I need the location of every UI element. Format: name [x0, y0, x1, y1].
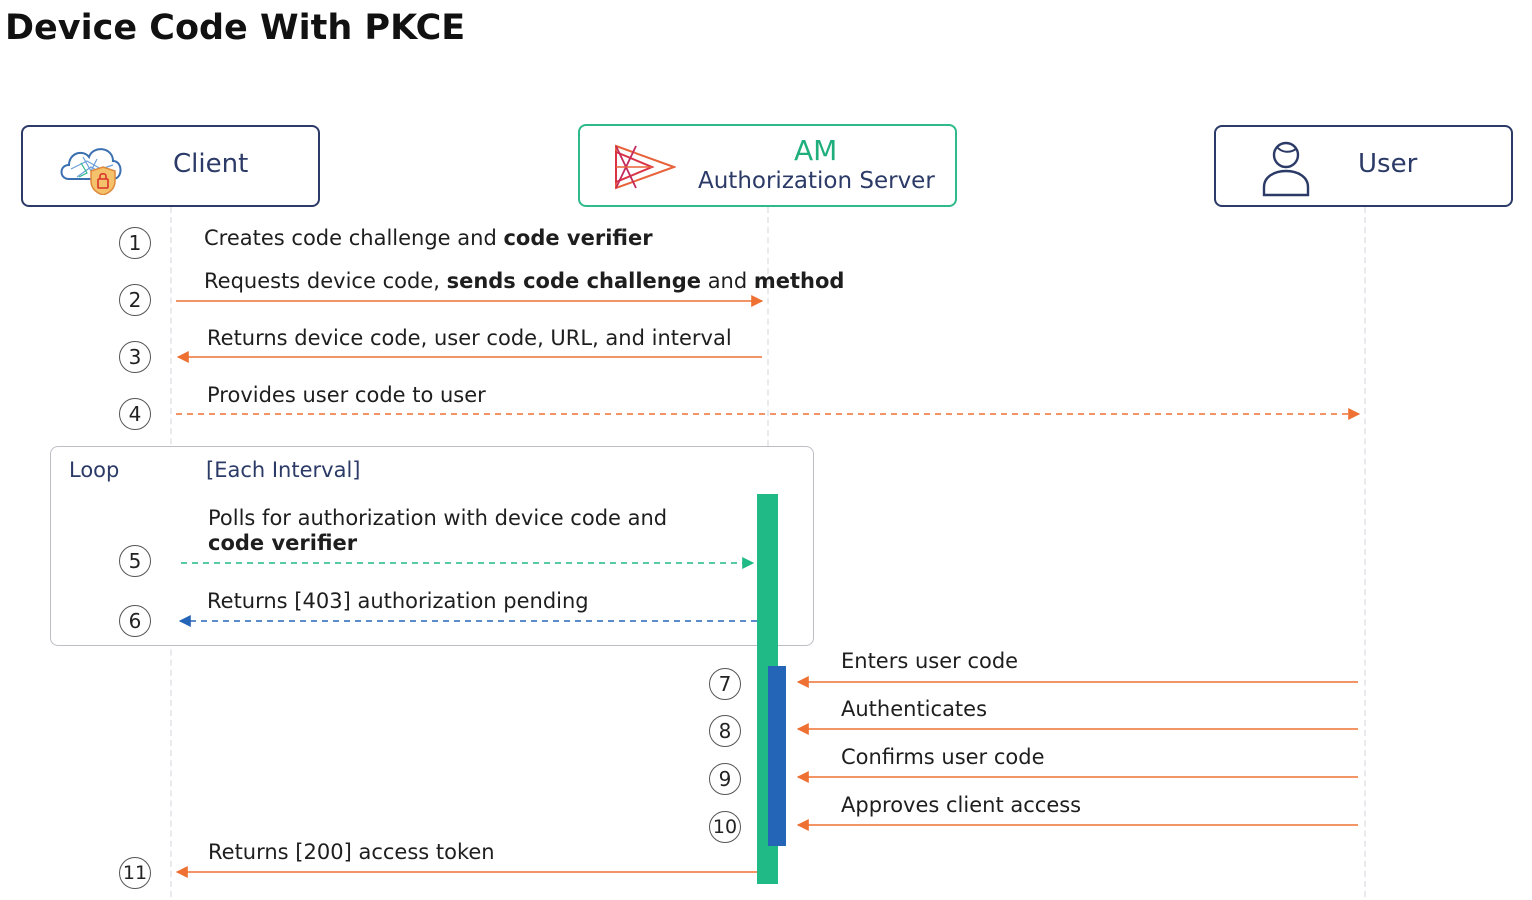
user-icon: [1260, 139, 1312, 201]
step-number: 11: [119, 857, 151, 889]
am-actor: AM Authorization Server: [578, 124, 957, 207]
step-number: 5: [119, 545, 151, 577]
step-6-label: Returns [403] authorization pending: [207, 589, 589, 613]
step-1-label: Creates code challenge and code verifier: [204, 226, 653, 250]
step-4-label: Provides user code to user: [207, 383, 486, 407]
step-number: 2: [119, 284, 151, 316]
loop-frame: Loop [Each Interval]: [50, 446, 814, 646]
user-lifeline: [1364, 207, 1366, 897]
step-number: 10: [709, 811, 741, 843]
step-number: 1: [119, 227, 151, 259]
step-9-label: Confirms user code: [841, 745, 1045, 769]
forgerock-logo-icon: [612, 142, 677, 196]
step-2-label: Requests device code, sends code challen…: [204, 269, 845, 293]
loop-label: Loop: [69, 458, 120, 482]
step-7-label: Enters user code: [841, 649, 1019, 673]
page-title: Device Code With PKCE: [5, 8, 466, 48]
user-auth-activation-bar: [768, 666, 786, 846]
step-number: 3: [119, 341, 151, 373]
user-label: User: [1358, 149, 1418, 179]
step-number: 8: [709, 715, 741, 747]
loop-condition: [Each Interval]: [206, 458, 361, 482]
step-5-label: Polls for authorization with device code…: [208, 506, 668, 555]
am-lifeline: [767, 207, 769, 497]
am-title: AM: [794, 134, 838, 167]
step-11-label: Returns [200] access token: [208, 840, 495, 864]
client-label: Client: [173, 149, 249, 179]
step-number: 7: [709, 668, 741, 700]
step-3-label: Returns device code, user code, URL, and…: [207, 326, 732, 350]
step-number: 4: [119, 398, 151, 430]
am-subtitle: Authorization Server: [698, 168, 935, 194]
step-number: 9: [709, 763, 741, 795]
step-number: 6: [119, 605, 151, 637]
cloud-lock-icon: [57, 139, 127, 199]
user-actor: User: [1214, 125, 1513, 207]
client-actor: Client: [21, 125, 320, 207]
step-10-label: Approves client access: [841, 793, 1082, 817]
step-8-label: Authenticates: [841, 697, 988, 721]
